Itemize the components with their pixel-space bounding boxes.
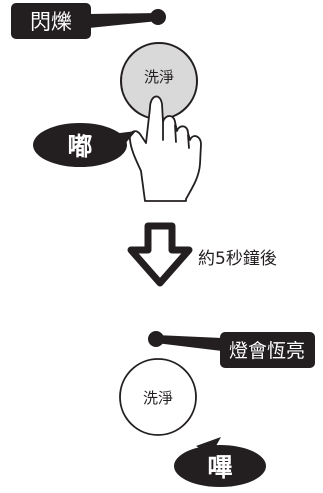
top-bubble-shape [33, 123, 127, 167]
bottom-status-label: 燈會恆亮 [229, 340, 305, 362]
bottom-bubble-shape [174, 445, 266, 487]
bottom-leader-line [156, 335, 222, 351]
bottom-wash-button: 洗淨 [119, 358, 197, 436]
bottom-button-circle [119, 358, 197, 436]
top-indicator-dot [150, 9, 166, 25]
bottom-status-box [220, 332, 315, 368]
top-status-callout: 閃爍 [11, 3, 166, 39]
bottom-button-label: 洗淨 [143, 389, 173, 407]
top-bubble-tail [112, 131, 136, 152]
bottom-status-callout: 燈會恆亮 [148, 331, 315, 368]
top-leader-line [89, 13, 158, 28]
top-sound-bubble: 嘟 [33, 123, 136, 167]
top-button-label: 洗淨 [144, 68, 174, 86]
top-status-box [11, 3, 91, 39]
down-arrow-icon [127, 222, 193, 287]
top-sound-label: 嘟 [67, 132, 92, 161]
bottom-sound-label: 嗶 [207, 453, 232, 482]
top-status-label: 閃爍 [30, 10, 72, 34]
bottom-sound-bubble: 嗶 [174, 437, 266, 487]
transition-text: 約5秒鐘後 [198, 249, 277, 269]
